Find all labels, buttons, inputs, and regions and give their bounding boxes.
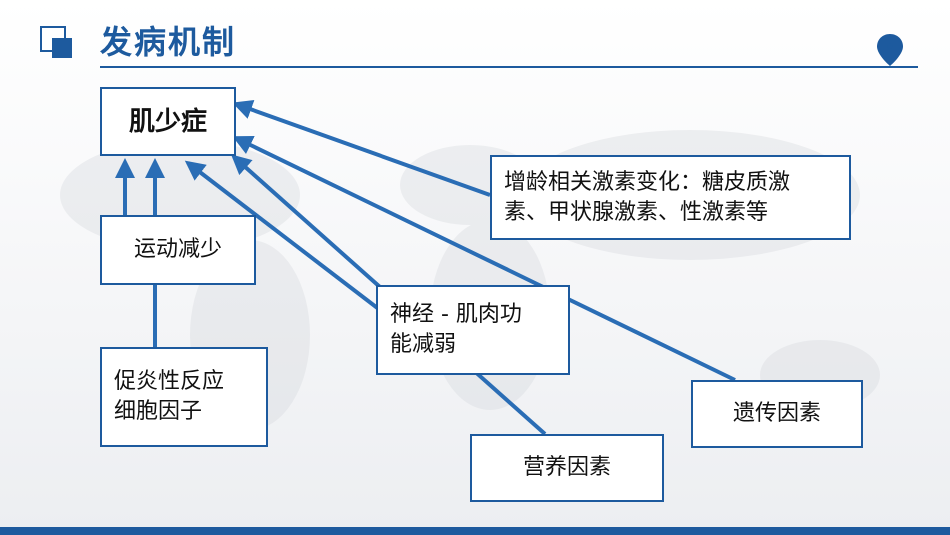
arrow-neuro: [184, 160, 382, 312]
node-nutrition: 营养因素: [470, 434, 664, 502]
node-neuromuscular-decline: 神经 - 肌肉功 能减弱: [376, 285, 570, 375]
arrow-hormone: [232, 99, 491, 197]
page-title: 发病机制: [100, 23, 237, 61]
node-reduced-exercise: 运动减少: [100, 215, 256, 285]
footer-strip: [0, 527, 950, 535]
node-genetic: 遗传因素: [691, 380, 863, 448]
node-sarcopenia: 肌少症: [100, 87, 236, 156]
node-hormone-changes: 增龄相关激素变化：糖皮质激 素、甲状腺激素、性激素等: [490, 155, 851, 240]
square-logo-icon: [40, 26, 72, 58]
location-pin-icon: [877, 34, 903, 66]
node-inflammatory-cytokines: 促炎性反应 细胞因子: [100, 347, 268, 447]
arrow-genetic: [232, 135, 736, 382]
slide-header: 发病机制: [0, 0, 950, 75]
title-divider: [100, 66, 918, 68]
